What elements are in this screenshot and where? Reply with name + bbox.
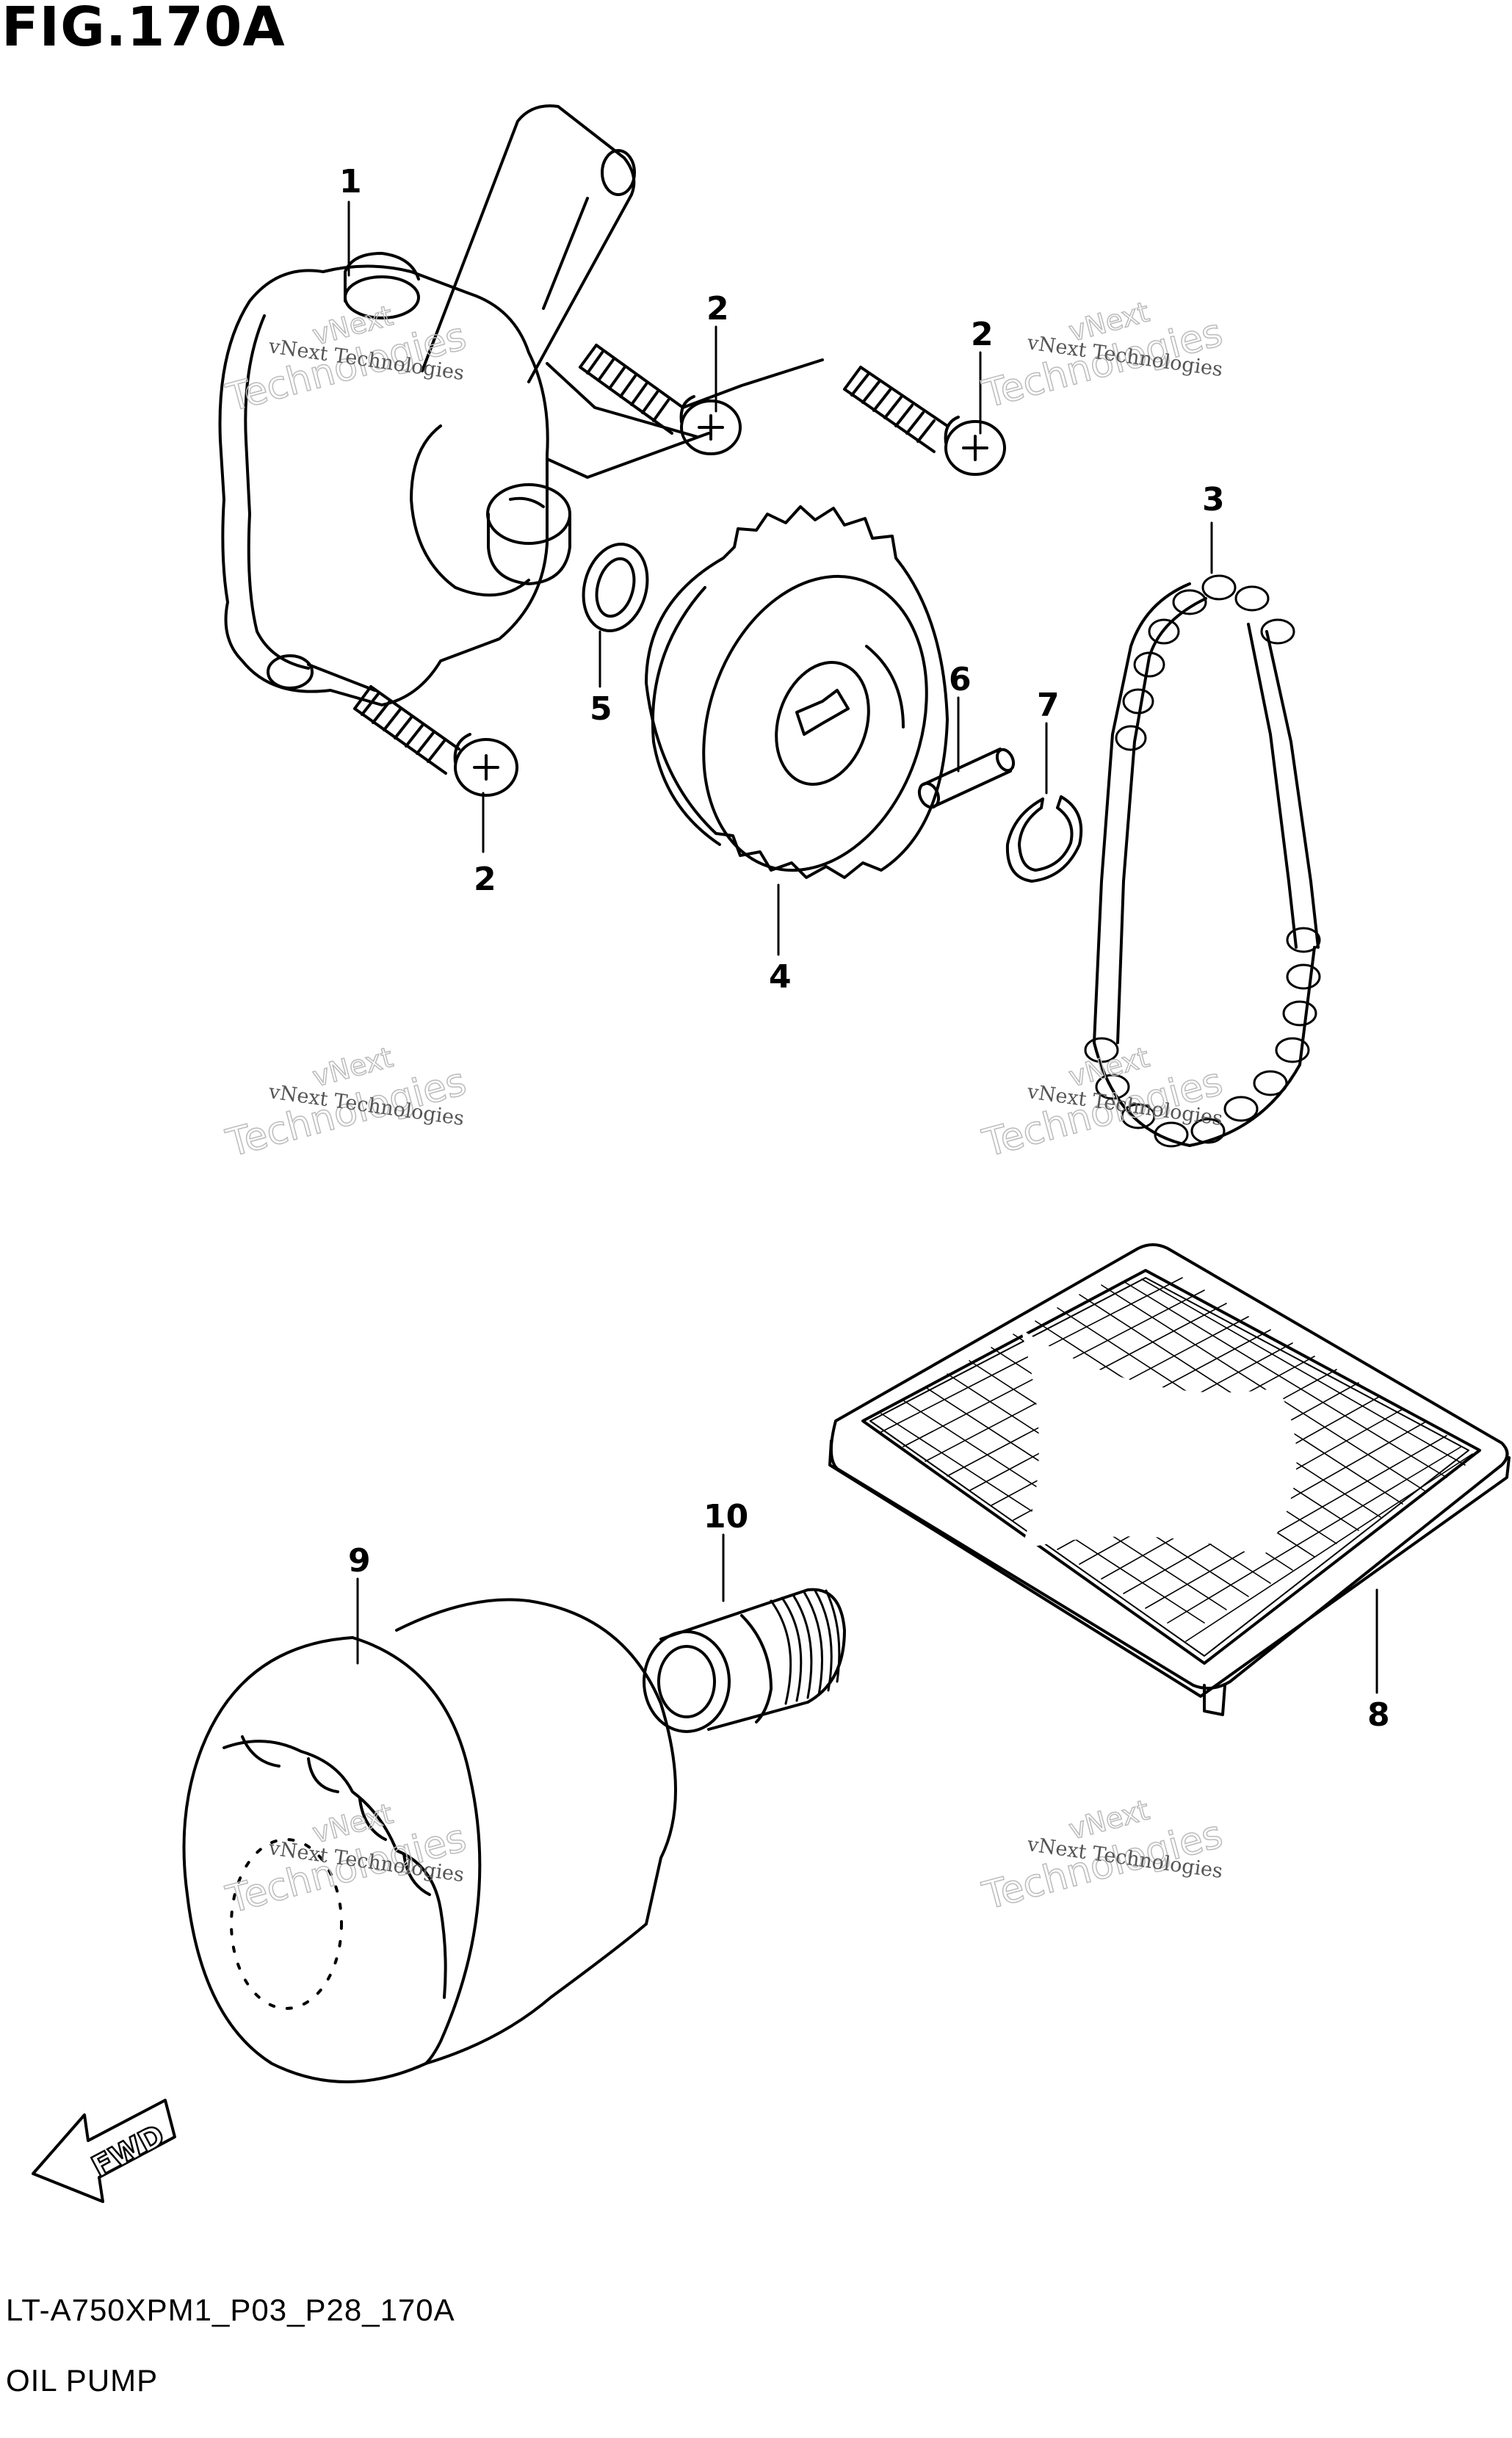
bolt-upper-left xyxy=(579,344,742,455)
bolt-upper-right xyxy=(843,366,1006,476)
callout-5: 5 xyxy=(590,690,612,728)
watermark-mid-left: vNext Technologies vNext Technologies xyxy=(221,1041,471,1167)
oil-pump-sprocket xyxy=(645,505,949,879)
watermark-top-left: vNext Technologies vNext Technologies xyxy=(221,299,471,422)
callout-4: 4 xyxy=(769,958,792,996)
callout-2-b: 2 xyxy=(971,316,994,353)
callout-9: 9 xyxy=(348,1542,371,1580)
oil-pump-body xyxy=(218,104,824,706)
callout-8: 8 xyxy=(1367,1696,1390,1734)
leader-lines xyxy=(347,200,1378,1694)
callout-1: 1 xyxy=(339,163,362,200)
callout-7: 7 xyxy=(1037,687,1060,724)
watermark-bottom-left: vNext Technologies vNext Technologies xyxy=(221,1797,471,1923)
watermark-top-right: vNext Technologies vNext Technologies xyxy=(977,295,1228,418)
washer xyxy=(582,543,649,632)
watermark-mid-right: vNext Technologies vNext Technologies xyxy=(977,1041,1228,1167)
union-bolt xyxy=(643,1588,846,1733)
callout-6: 6 xyxy=(949,661,972,698)
oil-strainer xyxy=(828,1243,1511,1716)
callout-2-a: 2 xyxy=(706,290,729,328)
diagram-code: LT-A750XPM1_P03_P28_170A xyxy=(6,2293,455,2327)
oil-filter xyxy=(182,1598,677,2083)
callout-labels: 1 2 2 2 3 4 5 6 7 8 9 10 xyxy=(339,163,1390,1734)
callout-10: 10 xyxy=(703,1498,748,1535)
callout-3: 3 xyxy=(1202,481,1225,518)
callout-2-c: 2 xyxy=(474,861,496,898)
circlip xyxy=(1005,795,1083,883)
figure-title: FIG.170A xyxy=(1,0,286,59)
diagram-name: OIL PUMP xyxy=(6,2363,159,2398)
watermark-bottom-right: vNext Technologies vNext Technologies xyxy=(977,1793,1228,1920)
pin xyxy=(917,748,1016,809)
bolt-lower xyxy=(353,685,518,797)
oil-pump-chain xyxy=(1084,574,1321,1148)
fwd-arrow xyxy=(32,2099,176,2203)
